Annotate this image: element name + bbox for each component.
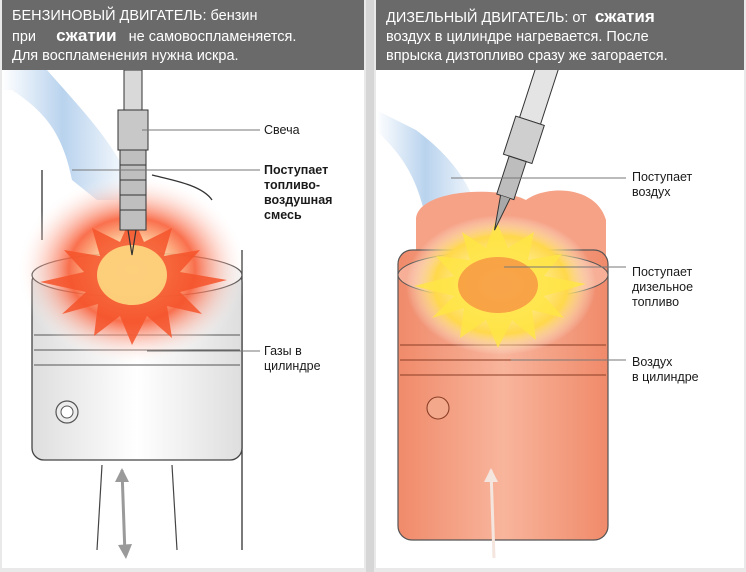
petrol-header-line3: Для воспламенения нужна искра. <box>12 48 239 64</box>
connecting-rod <box>96 464 178 551</box>
petrol-engine-illustration <box>2 70 260 559</box>
mixture-label-line3: воздушная <box>264 193 333 207</box>
combustion-core <box>458 257 538 313</box>
panel-divider <box>366 0 374 572</box>
diesel-header-line2: воздух в цилиндре нагревается. После <box>386 29 649 45</box>
petrol-header-line1: БЕНЗИНОВЫЙ ДВИГАТЕЛЬ: бензин <box>12 7 354 26</box>
petrol-header: БЕНЗИНОВЫЙ ДВИГАТЕЛЬ: бензин при сжатии … <box>2 0 364 70</box>
diesel-header: ДИЗЕЛЬНЫЙ ДВИГАТЕЛЬ: от сжатия воздух в … <box>376 0 744 70</box>
diesel-engine-panel: ДИЗЕЛЬНЫЙ ДВИГАТЕЛЬ: от сжатия воздух в … <box>376 0 744 568</box>
cylinder-air-label: Воздух в цилиндре <box>632 355 699 385</box>
diesel-fuel-label-line2: дизельное <box>632 280 694 294</box>
cylinder-air-label-line2: в цилиндре <box>632 370 699 384</box>
mixture-label-line4: смесь <box>264 208 302 222</box>
petrol-header-line2: при сжатии не самовоспламеняется. <box>12 26 354 47</box>
petrol-header-line1-text: БЕНЗИНОВЫЙ ДВИГАТЕЛЬ: бензин <box>12 8 258 24</box>
diesel-fuel-label: Поступает дизельное топливо <box>632 265 693 310</box>
gases-label-line2: цилиндре <box>264 359 321 373</box>
mixture-label-line2: топливо- <box>264 178 321 192</box>
petrol-header-emphasis: сжатии <box>56 26 117 45</box>
cylinder-air-label-line1: Воздух <box>632 355 673 369</box>
air-in-label-line2: воздух <box>632 185 671 199</box>
petrol-header-line2-prefix: при <box>12 29 37 45</box>
diesel-fuel-label-line3: топливо <box>632 295 680 309</box>
mixture-label-line1: Поступает <box>264 163 329 177</box>
spark-plug <box>117 70 149 256</box>
air-in-label-line1: Поступает <box>632 170 693 184</box>
diesel-engine-illustration <box>376 70 626 559</box>
diesel-header-line1: ДИЗЕЛЬНЫЙ ДВИГАТЕЛЬ: от сжатия <box>386 7 734 28</box>
spark-plug-label: Свеча <box>264 123 300 137</box>
piston-pin-inner <box>60 405 74 419</box>
petrol-header-line2-suffix: не самовоспламеняется. <box>128 29 297 45</box>
air-in-label: Поступает воздух <box>632 170 692 200</box>
combustion-core <box>97 245 167 305</box>
intake-pipe <box>2 70 137 200</box>
petrol-engine-panel: БЕНЗИНОВЫЙ ДВИГАТЕЛЬ: бензин при сжатии … <box>2 0 364 568</box>
gases-label-line1: Газы в <box>264 344 302 358</box>
motion-arrow-shaft <box>489 469 496 559</box>
diesel-header-emphasis: сжатия <box>594 7 655 26</box>
mixture-label: Поступает топливо- воздушная смесь <box>264 163 332 223</box>
motion-arrow-shaft <box>120 469 127 556</box>
diesel-header-line1-prefix: ДИЗЕЛЬНЫЙ ДВИГАТЕЛЬ: от <box>386 10 587 26</box>
diesel-fuel-label-line1: Поступает <box>632 265 693 279</box>
piston-pin <box>426 396 450 420</box>
gases-label: Газы в цилиндре <box>264 344 321 374</box>
diesel-header-line3: впрыска дизтопливо сразу же загорается. <box>386 48 668 64</box>
motion-arrow-head <box>484 468 498 482</box>
